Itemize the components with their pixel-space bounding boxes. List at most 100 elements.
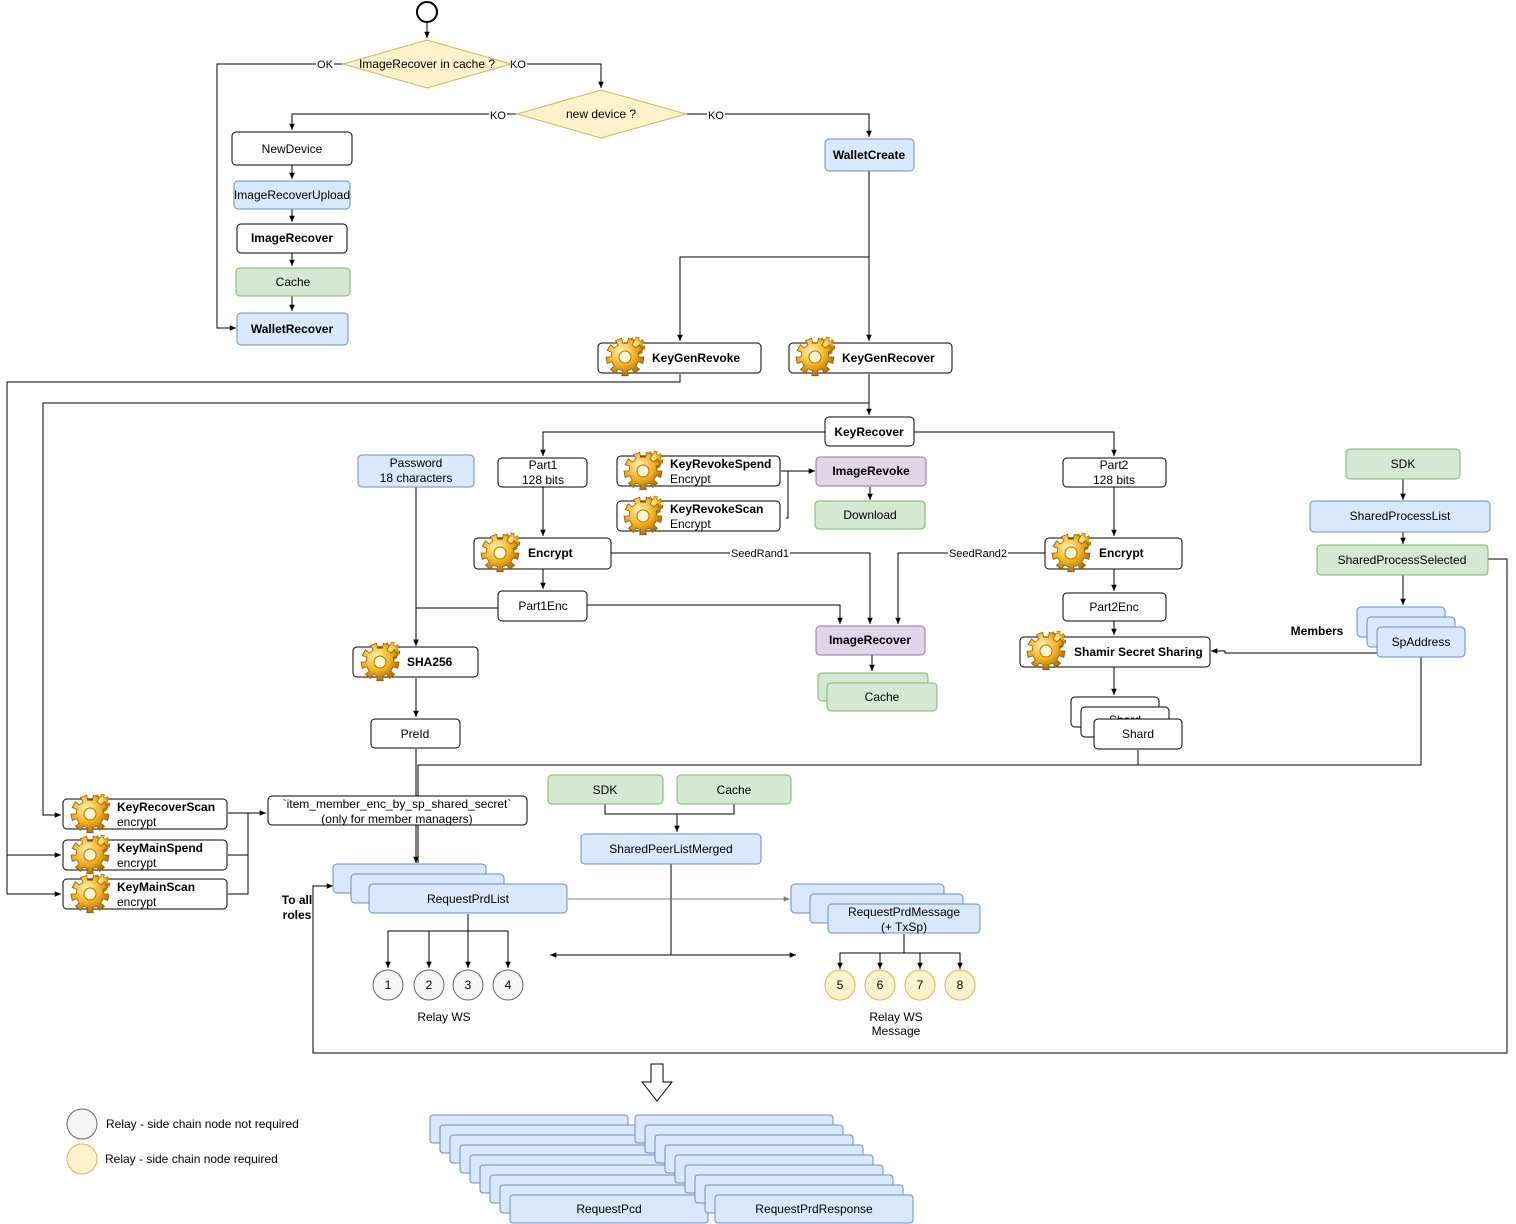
relay-node-6 (864, 969, 896, 1001)
svg-text:ImageRecoverUpload: ImageRecoverUpload (234, 188, 350, 202)
svg-text:128 bits: 128 bits (1093, 473, 1135, 487)
gear-icon (1051, 532, 1092, 573)
svg-text:Encrypt: Encrypt (670, 517, 711, 531)
relay-ws-label: Relay WS (417, 1010, 470, 1024)
svg-text:SharedProcessSelected: SharedProcessSelected (1338, 553, 1467, 567)
node-request-pcd-stack (429, 1114, 709, 1224)
svg-text:SHA256: SHA256 (407, 655, 453, 669)
decision-label: ImageRecover in cache ? (359, 57, 495, 71)
decision-label: new device ? (566, 107, 636, 121)
gear-icon (605, 336, 646, 377)
svg-text:KeyRevokeSpend: KeyRevokeSpend (670, 457, 771, 471)
down-arrow-icon (640, 1063, 674, 1102)
relay-node-3 (452, 969, 484, 1001)
svg-text:Encrypt: Encrypt (670, 472, 711, 486)
node-part2enc: Part2Enc (1062, 592, 1167, 622)
svg-text:Part2Enc: Part2Enc (1089, 600, 1138, 614)
node-new-device: NewDevice (231, 131, 353, 166)
svg-text:SharedProcessList: SharedProcessList (1350, 509, 1451, 523)
node-shamir-secret-sharing: Shamir Secret Sharing (1019, 636, 1211, 668)
node-request-prd-message: RequestPrdMessage (+ TxSp) (790, 883, 981, 934)
svg-text:Download: Download (843, 508, 896, 522)
svg-text:KeyMainScan: KeyMainScan (117, 880, 195, 894)
svg-text:SDK: SDK (593, 783, 618, 797)
svg-text:To all: To all (282, 893, 312, 907)
svg-text:128 bits: 128 bits (522, 473, 564, 487)
gear-icon (623, 495, 664, 536)
node-part2: Part2 128 bits (1062, 457, 1167, 488)
svg-text:KeyRevokeScan: KeyRevokeScan (670, 502, 763, 516)
svg-text:KeyGenRevoke: KeyGenRevoke (652, 351, 740, 365)
legend-label: Relay - side chain node required (105, 1152, 278, 1166)
svg-text:encrypt: encrypt (117, 895, 157, 909)
svg-text:18 characters: 18 characters (380, 471, 453, 485)
svg-text:4: 4 (505, 978, 512, 992)
request-pcd-label: RequestPcd (576, 1202, 641, 1216)
node-shared-process-selected: SharedProcessSelected (1316, 544, 1489, 576)
svg-text:roles: roles (283, 908, 312, 922)
node-shared-peer-list-merged: SharedPeerListMerged (580, 833, 762, 865)
svg-text:KeyMainSpend: KeyMainSpend (117, 841, 203, 855)
svg-text:6: 6 (877, 978, 884, 992)
svg-text:RequestPrdList: RequestPrdList (427, 892, 510, 906)
node-request-prd-list: RequestPrdList (332, 863, 568, 914)
relay-node-7 (904, 969, 936, 1001)
gear-icons (70, 336, 1092, 914)
members-label: Members (1291, 624, 1344, 638)
svg-text:ImageRecover: ImageRecover (829, 633, 911, 647)
gear-icon (623, 450, 664, 491)
relay-ws-group: 1 2 3 4 Relay WS (372, 969, 524, 1024)
relay-ws-message-group: 5 6 7 8 Relay WS Message (824, 969, 976, 1038)
node-wallet-create: WalletCreate (824, 138, 915, 172)
node-password: Password 18 characters (357, 454, 475, 488)
svg-text:Part1: Part1 (529, 458, 558, 472)
node-image-revoke: ImageRevoke (815, 456, 927, 487)
svg-text:SDK: SDK (1391, 457, 1416, 471)
node-cache-bottom: Cache (676, 774, 792, 805)
edge-label-seedrand2: SeedRand2 (949, 548, 1007, 560)
svg-text:Cache: Cache (717, 783, 752, 797)
node-key-recover: KeyRecover (824, 416, 915, 447)
node-sdk-mid: SDK (547, 774, 664, 805)
svg-text:Cache: Cache (276, 275, 311, 289)
gear-icon (795, 336, 836, 377)
gear-icon (480, 532, 521, 573)
svg-text:8: 8 (957, 978, 964, 992)
node-image-recover: ImageRecover (236, 223, 348, 254)
node-request-prd-response-stack (634, 1114, 914, 1224)
svg-text:7: 7 (917, 978, 924, 992)
svg-text:Encrypt: Encrypt (528, 546, 573, 560)
svg-text:NewDevice: NewDevice (262, 142, 323, 156)
node-preid: PreId (370, 718, 461, 749)
svg-text:`item_member_enc_by_sp_shared_: `item_member_enc_by_sp_shared_secret` (283, 797, 512, 811)
node-sp-address-stack: SpAddress (1356, 606, 1466, 658)
relay-ws-message-label: Message (872, 1024, 921, 1038)
svg-text:Part1Enc: Part1Enc (518, 599, 567, 613)
svg-text:Shard: Shard (1122, 727, 1154, 741)
gear-icon (1026, 630, 1067, 671)
svg-text:WalletRecover: WalletRecover (251, 322, 334, 336)
decision-new-device: new device ? (515, 89, 688, 139)
node-download: Download (814, 500, 926, 530)
svg-text:SpAddress: SpAddress (1392, 635, 1451, 649)
svg-text:SharedPeerListMerged: SharedPeerListMerged (609, 842, 732, 856)
svg-text:1: 1 (385, 978, 392, 992)
svg-text:3: 3 (465, 978, 472, 992)
svg-text:Encrypt: Encrypt (1099, 546, 1144, 560)
svg-text:encrypt: encrypt (117, 856, 157, 870)
gear-icon (70, 873, 111, 914)
svg-text:RequestPrdMessage: RequestPrdMessage (848, 905, 960, 919)
svg-text:Part2: Part2 (1100, 458, 1129, 472)
relay-ws-message-label: Relay WS (869, 1010, 922, 1024)
legend-label: Relay - side chain node not required (106, 1117, 299, 1131)
svg-text:(only for member managers): (only for member managers) (321, 812, 472, 826)
start-node (416, 1, 438, 23)
svg-text:5: 5 (837, 978, 844, 992)
svg-text:KeyRecoverScan: KeyRecoverScan (117, 800, 215, 814)
relay-node-4 (492, 969, 524, 1001)
relay-node-2 (413, 969, 445, 1001)
node-shared-process-list: SharedProcessList (1309, 500, 1491, 533)
node-image-recover-upload: ImageRecoverUpload (233, 180, 351, 210)
svg-text:Shamir Secret Sharing: Shamir Secret Sharing (1074, 645, 1203, 659)
